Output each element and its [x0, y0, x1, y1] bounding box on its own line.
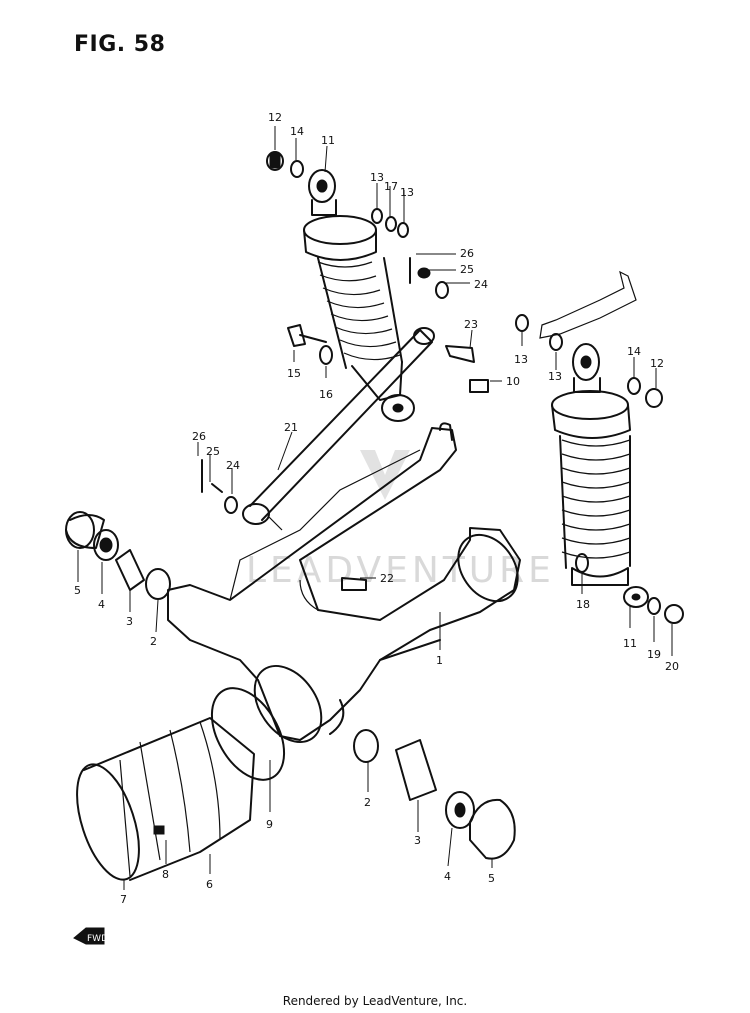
- callout-9: 9: [266, 818, 273, 831]
- callout-5: 5: [488, 872, 495, 885]
- callout-13: 13: [514, 353, 528, 366]
- footer-credit: Rendered by LeadVenture, Inc.: [282, 994, 468, 1008]
- pivot-parts-left: [65, 511, 171, 600]
- boot-assembly: [76, 687, 286, 881]
- callout-2: 2: [150, 635, 157, 648]
- callout-15: 15: [287, 367, 301, 380]
- pivot-parts-right: [353, 729, 516, 860]
- callout-18: 18: [576, 598, 590, 611]
- callout-14: 14: [627, 345, 641, 358]
- swing-arm: [167, 422, 521, 743]
- callout-12: 12: [268, 111, 282, 124]
- callout-5: 5: [74, 584, 81, 597]
- figure-title: FIG. 58: [74, 32, 166, 57]
- callout-labels: 12 14 11 13 17 13 26 25 24 23 13 13 14 1…: [74, 111, 679, 906]
- callout-21: 21: [284, 421, 298, 434]
- callout-4: 4: [444, 870, 451, 883]
- callout-24: 24: [474, 278, 488, 291]
- callout-23: 23: [464, 318, 478, 331]
- watermark-text: LEADVENTURE: [246, 550, 555, 591]
- callout-14: 14: [290, 125, 304, 138]
- watermark: LEADVENTURE: [246, 450, 555, 591]
- small-hardware: [201, 151, 684, 624]
- callout-10: 10: [506, 375, 520, 388]
- callout-11: 11: [321, 134, 335, 147]
- callout-12: 12: [650, 357, 664, 370]
- callout-19: 19: [647, 648, 661, 661]
- callout-3: 3: [126, 615, 133, 628]
- svg-text:FWD: FWD: [87, 934, 108, 944]
- callout-17: 17: [384, 180, 398, 193]
- callout-11: 11: [623, 637, 637, 650]
- callout-24: 24: [226, 459, 240, 472]
- leader-lines: [77, 126, 673, 890]
- shock-absorber-left: [303, 169, 415, 422]
- callout-26: 26: [460, 247, 474, 260]
- callout-4: 4: [98, 598, 105, 611]
- callout-25: 25: [206, 445, 220, 458]
- callout-22: 22: [380, 572, 394, 585]
- callout-25: 25: [460, 263, 474, 276]
- callout-3: 3: [414, 834, 421, 847]
- callout-13: 13: [400, 186, 414, 199]
- callout-16: 16: [319, 388, 333, 401]
- torque-rod: [242, 327, 435, 531]
- callout-1: 1: [436, 654, 443, 667]
- callout-2: 2: [364, 796, 371, 809]
- callout-7: 7: [120, 893, 127, 906]
- shock-absorber-right: [551, 343, 649, 608]
- callout-13: 13: [370, 171, 384, 184]
- callout-6: 6: [206, 878, 213, 891]
- callout-26: 26: [192, 430, 206, 443]
- callout-20: 20: [665, 660, 679, 673]
- callout-8: 8: [162, 868, 169, 881]
- fwd-arrow: FWD: [73, 927, 108, 945]
- callout-13: 13: [548, 370, 562, 383]
